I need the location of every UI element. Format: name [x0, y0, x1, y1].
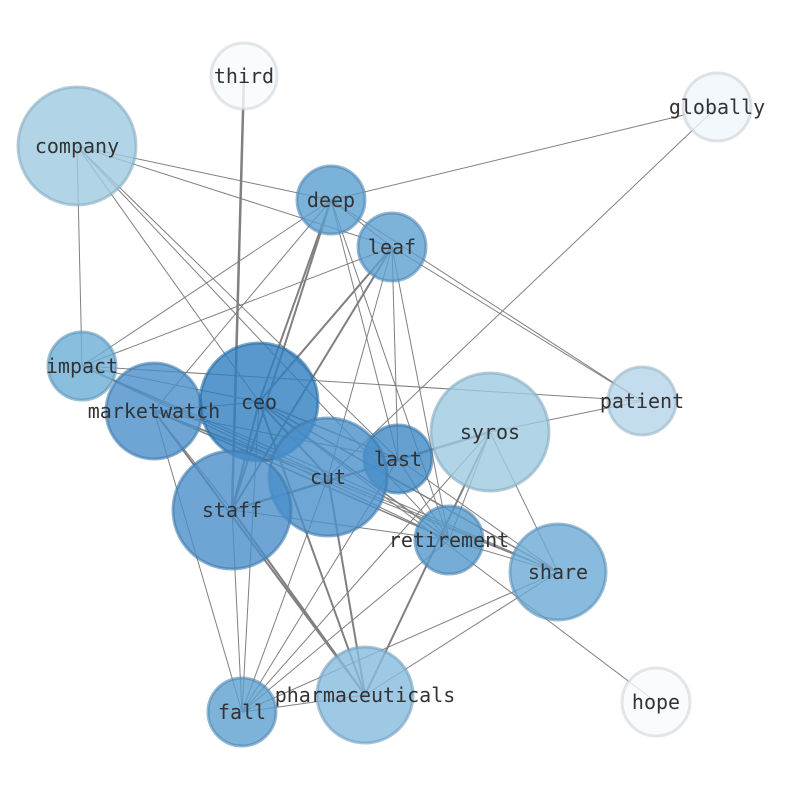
node-label-last: last	[374, 447, 422, 471]
node-label-deep: deep	[307, 188, 355, 212]
node-leaf[interactable]	[356, 211, 428, 283]
edge-syros-fall	[241, 431, 491, 713]
edge-globally-deep	[330, 106, 718, 201]
node-label-hope: hope	[632, 690, 680, 714]
edge-leaf-patient	[391, 246, 643, 402]
node-patient[interactable]	[606, 365, 678, 437]
node-globally[interactable]	[681, 71, 753, 143]
node-fall[interactable]	[206, 676, 278, 748]
node-label-patient: patient	[600, 389, 684, 413]
node-syros[interactable]	[429, 371, 551, 493]
edge-marketwatch-fall	[153, 410, 243, 713]
node-label-ceo: ceo	[241, 390, 277, 414]
edge-globally-cut	[327, 106, 718, 478]
edge-retirement-fall	[241, 539, 450, 713]
node-label-third: third	[214, 64, 274, 88]
node-label-company: company	[35, 134, 119, 158]
node-label-share: share	[528, 560, 588, 584]
node-label-leaf: leaf	[368, 235, 416, 259]
node-layer	[16, 41, 753, 748]
node-label-fall: fall	[218, 700, 266, 724]
node-impact[interactable]	[46, 330, 118, 402]
node-deep[interactable]	[295, 164, 367, 236]
node-third[interactable]	[209, 41, 279, 111]
node-label-pharmaceuticals: pharmaceuticals	[275, 683, 456, 707]
node-label-globally: globally	[669, 95, 765, 119]
node-label-retirement: retirement	[389, 528, 509, 552]
edge-deep-last	[330, 199, 399, 460]
node-label-syros: syros	[460, 420, 520, 444]
edge-deep-retirement	[330, 199, 450, 541]
node-company[interactable]	[16, 85, 138, 207]
node-share[interactable]	[508, 522, 608, 622]
node-label-impact: impact	[46, 354, 118, 378]
edge-company-last	[76, 145, 399, 460]
node-hope[interactable]	[620, 666, 692, 738]
node-label-staff: staff	[202, 498, 262, 522]
edge-share-fall	[241, 571, 559, 713]
edge-leaf-retirement	[391, 246, 450, 541]
node-retirement[interactable]	[413, 504, 485, 576]
edge-deep-impact	[81, 199, 332, 367]
node-pharmaceuticals[interactable]	[315, 645, 415, 745]
edge-leaf-impact	[81, 246, 393, 367]
label-layer: company third globally deep leaf impact market…	[35, 64, 765, 724]
node-label-marketwatch: marketwatch	[88, 399, 220, 423]
node-staff[interactable]	[171, 449, 293, 571]
node-label-cut: cut	[310, 465, 346, 489]
